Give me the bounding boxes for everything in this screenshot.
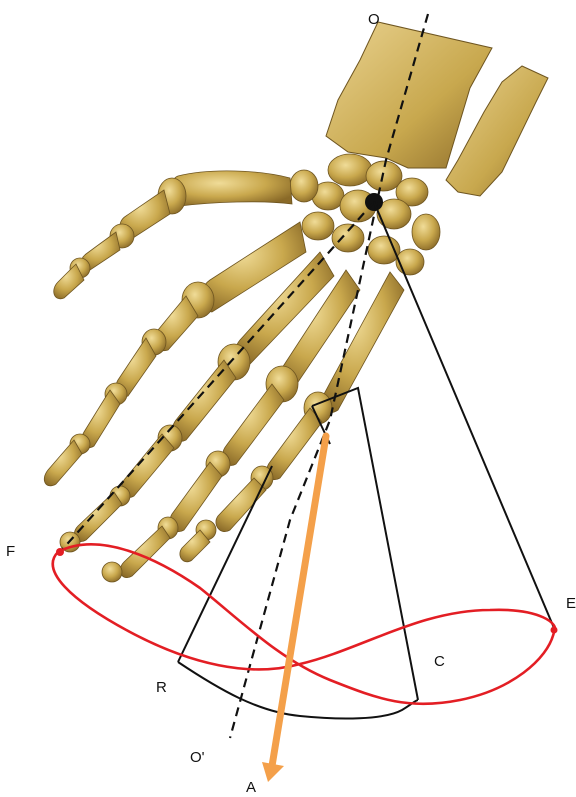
carpal-bones bbox=[290, 154, 440, 275]
label-r: R bbox=[156, 680, 167, 695]
label-c: C bbox=[434, 654, 445, 669]
axis-a-arrow bbox=[262, 436, 326, 782]
label-f: F bbox=[6, 544, 15, 559]
label-a: A bbox=[246, 780, 256, 795]
label-o-prime: O' bbox=[190, 750, 205, 765]
point-e-marker bbox=[551, 627, 558, 634]
label-e: E bbox=[566, 596, 576, 611]
point-f-marker bbox=[56, 548, 64, 556]
label-o: O bbox=[368, 12, 380, 27]
